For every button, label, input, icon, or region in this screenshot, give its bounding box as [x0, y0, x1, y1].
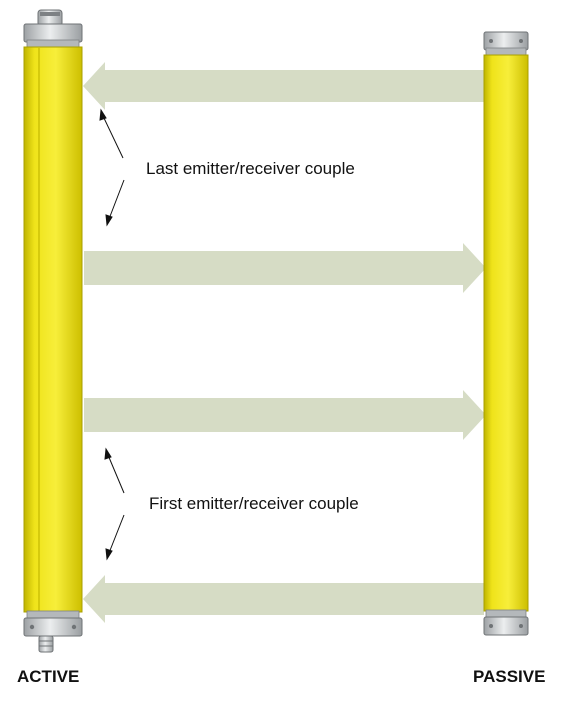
pointer-first-down: [108, 514, 125, 554]
passive-bottom-screw-right: [519, 624, 523, 628]
active-bar: [23, 46, 83, 613]
passive-bar: [483, 54, 529, 612]
active-bottom-connector: [38, 635, 54, 653]
active-top-cap: [23, 23, 83, 43]
pointer-first-down-head: [105, 548, 113, 561]
passive-top-screw-right: [519, 39, 523, 43]
pointer-first-up: [107, 454, 125, 494]
passive-bottom-screw-left: [489, 624, 493, 628]
beam-top-arrow: [83, 62, 484, 110]
pointer-last-up: [102, 115, 124, 159]
first-couple-label: First emitter/receiver couple: [149, 494, 359, 513]
last-couple-pointers: [99, 108, 125, 227]
active-unit: [23, 9, 83, 653]
pointer-last-up-head: [99, 108, 107, 121]
passive-top-screw-left: [489, 39, 493, 43]
first-couple-pointers: [104, 447, 125, 561]
active-bottom-screw-left: [29, 624, 35, 630]
beam-lower-arrow: [84, 390, 486, 440]
passive-bottom-cap: [483, 616, 529, 636]
last-couple-label: Last emitter/receiver couple: [146, 159, 355, 178]
pointer-last-down-head: [105, 214, 113, 227]
beam-upper-arrow: [84, 243, 486, 293]
passive-label: PASSIVE: [473, 667, 546, 686]
active-top-connector-ring: [40, 12, 60, 16]
active-bottom-screw-right: [71, 624, 77, 630]
pointer-first-up-head: [104, 447, 112, 460]
beam-bottom-arrow: [83, 575, 484, 623]
passive-unit: [483, 31, 529, 636]
pointer-last-down: [108, 179, 125, 220]
active-label: ACTIVE: [17, 667, 80, 686]
active-bottom-cap: [23, 617, 83, 637]
beams-group: [83, 62, 486, 623]
